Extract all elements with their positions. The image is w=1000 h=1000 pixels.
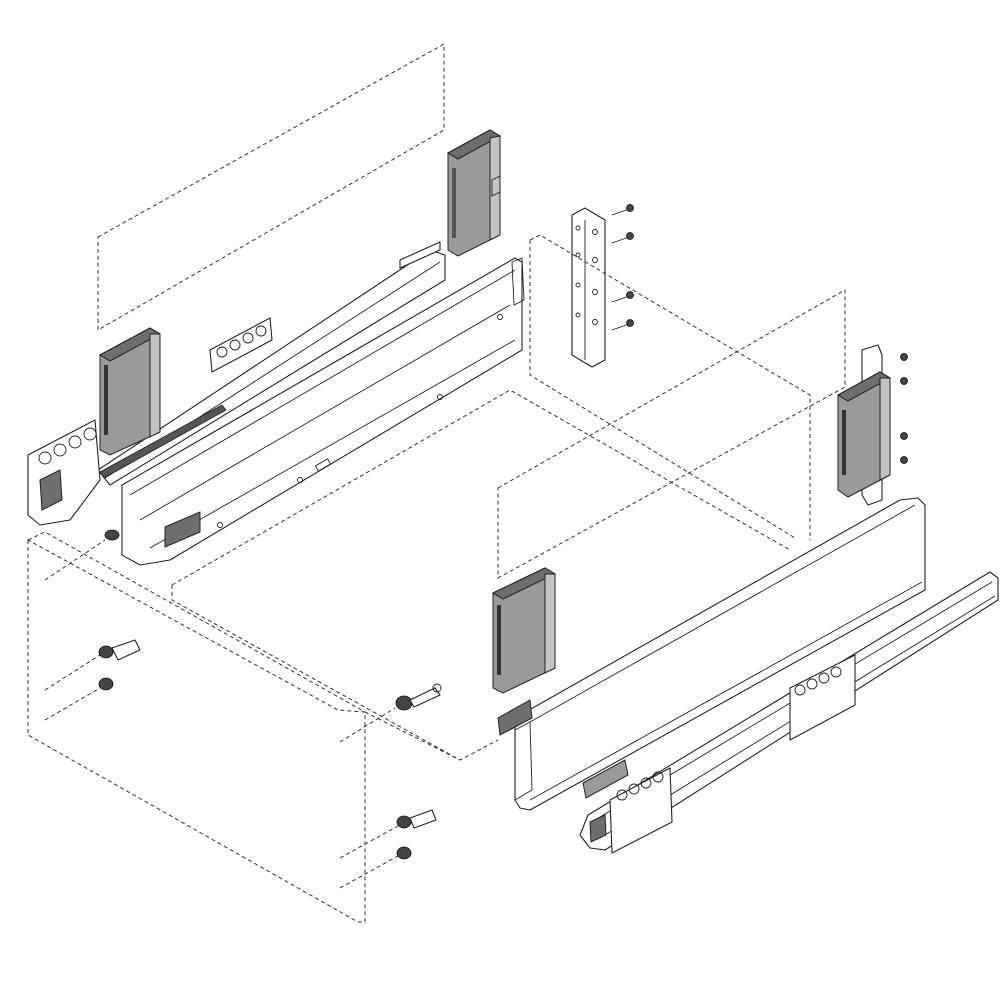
screw xyxy=(611,204,634,216)
dowel xyxy=(44,677,114,721)
dowel xyxy=(339,809,437,859)
rear-mounting-post xyxy=(571,207,606,368)
cabinet-outline xyxy=(364,711,499,761)
right-rear-bracket xyxy=(836,344,908,506)
dowel xyxy=(44,529,120,581)
rack-strip xyxy=(99,404,227,479)
right-runner xyxy=(579,571,999,854)
screw xyxy=(900,432,908,440)
screw xyxy=(900,456,908,464)
left-front-bracket xyxy=(98,327,162,456)
dowel xyxy=(339,846,412,889)
front-panel-outline xyxy=(27,531,366,923)
right-drawer-side xyxy=(497,497,926,811)
drawer-box-outline xyxy=(171,234,811,761)
dowel xyxy=(44,639,141,691)
left-runner xyxy=(27,241,446,526)
screw xyxy=(900,353,908,361)
screw xyxy=(611,232,634,244)
screw xyxy=(900,377,908,385)
left-rear-bracket xyxy=(446,129,502,257)
connector-dowels xyxy=(44,529,442,889)
left-drawer-side xyxy=(121,257,525,566)
rear-post-screws xyxy=(611,204,634,331)
dowel xyxy=(339,683,442,743)
screw xyxy=(611,291,634,303)
right-front-bracket xyxy=(491,567,557,694)
back-panel-outline xyxy=(97,43,445,331)
right-back-panel-outline xyxy=(497,289,846,579)
screw xyxy=(611,319,634,331)
